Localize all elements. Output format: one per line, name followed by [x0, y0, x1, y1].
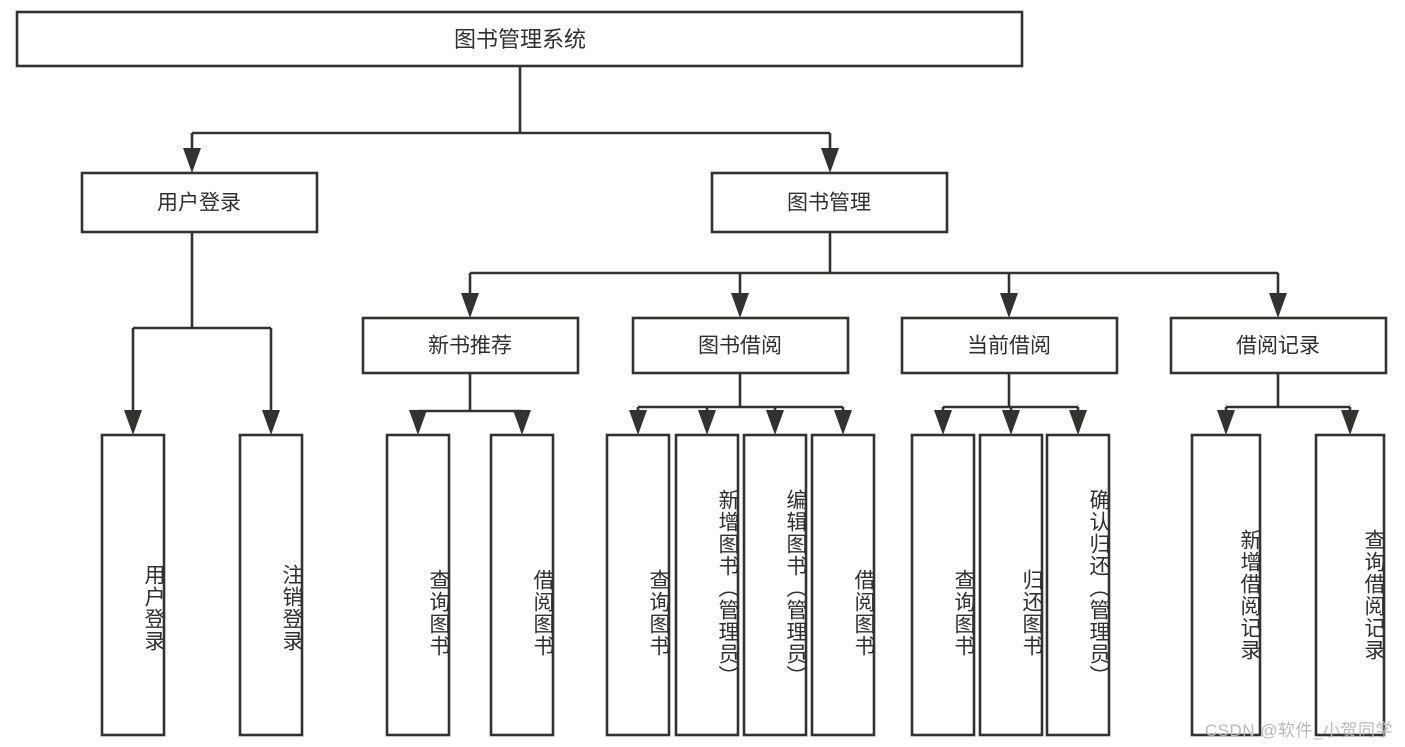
leaf-group-new-book-recommend	[385, 433, 555, 737]
leaf-box-user-login-0[interactable]	[100, 433, 166, 737]
arrow-head-user-login	[183, 148, 201, 173]
node-current-borrow[interactable]: 当前借阅	[900, 316, 1119, 375]
arrow-head-leaf-book-borrow-2	[766, 410, 784, 435]
leaf-box-new-book-0[interactable]	[385, 433, 451, 737]
arrow-head-leaf-book-borrow-3	[834, 410, 852, 435]
leaf-box-current-borrow-2[interactable]	[1045, 433, 1111, 737]
leaf-box-user-login-1[interactable]	[238, 433, 304, 737]
arrow-head-leaf-user-login-1	[262, 410, 280, 435]
node-book-borrow[interactable]: 图书借阅	[631, 316, 850, 375]
node-root[interactable]: 图书管理系统	[15, 10, 1024, 68]
leaf-box-book-borrow-3[interactable]	[810, 433, 876, 737]
arrow-head-leaf-current-borrow-2	[1069, 410, 1087, 435]
node-user-login-box[interactable]	[80, 171, 319, 234]
arrow-head-l3-0	[461, 293, 479, 318]
leaf-box-borrow-record-0[interactable]	[1190, 433, 1262, 737]
node-user-login[interactable]: 用户登录	[80, 171, 319, 234]
csdn-watermark: CSDN @软件_小贺同学	[1204, 721, 1393, 740]
connector-group-new-book	[409, 373, 531, 435]
arrow-head-leaf-borrow-record-1	[1341, 410, 1359, 435]
arrow-head-l3-1	[731, 293, 749, 318]
node-current-borrow-label: 当前借阅	[967, 335, 1051, 358]
node-borrow-record[interactable]: 借阅记录	[1169, 316, 1388, 375]
connector-group-book-manage	[461, 232, 1287, 318]
leaf-group-current-borrow	[910, 433, 1111, 737]
connector-group-current-borrow	[934, 373, 1087, 435]
connector-group-root	[183, 66, 839, 173]
arrow-head-leaf-current-borrow-1	[1002, 410, 1020, 435]
connector-group-book-borrow	[629, 373, 852, 435]
leaf-group-book-borrow	[605, 433, 876, 737]
node-borrow-record-label: 借阅记录	[1236, 335, 1320, 358]
arrow-head-l3-2	[1000, 293, 1018, 318]
leaf-box-borrow-record-1[interactable]	[1314, 433, 1386, 737]
arrow-head-leaf-new-book-0	[409, 410, 427, 435]
arrow-head-leaf-book-borrow-0	[629, 410, 647, 435]
node-user-login-label: 用户登录	[157, 192, 241, 215]
arrow-head-leaf-current-borrow-0	[934, 410, 952, 435]
leaf-box-current-borrow-0[interactable]	[910, 433, 976, 737]
leaf-box-book-borrow-1[interactable]	[674, 433, 740, 737]
node-new-book-recommend-label: 新书推荐	[428, 335, 512, 358]
node-book-manage-box[interactable]	[710, 171, 949, 234]
arrow-head-leaf-borrow-record-0	[1217, 410, 1235, 435]
arrow-head-leaf-book-borrow-1	[698, 410, 716, 435]
node-book-borrow-label: 图书借阅	[698, 335, 782, 358]
node-borrow-record-box[interactable]	[1169, 316, 1388, 375]
node-root-box[interactable]	[15, 10, 1024, 68]
arrow-head-l3-3	[1269, 293, 1287, 318]
arrow-head-leaf-new-book-1	[513, 410, 531, 435]
leaf-box-book-borrow-2[interactable]	[742, 433, 808, 737]
connector-group-borrow-record	[1217, 373, 1359, 435]
node-book-manage[interactable]: 图书管理	[710, 171, 949, 234]
arrow-head-leaf-user-login-0	[124, 410, 142, 435]
node-root-label: 图书管理系统	[454, 27, 586, 52]
leaf-group-user-login	[100, 433, 304, 737]
node-book-manage-label: 图书管理	[787, 192, 871, 215]
connector-group-user-login	[124, 232, 280, 435]
leaf-box-book-borrow-0[interactable]	[605, 433, 671, 737]
node-book-borrow-box[interactable]	[631, 316, 850, 375]
node-new-book-recommend-box[interactable]	[361, 316, 580, 375]
leaf-group-borrow-record	[1190, 433, 1386, 737]
node-new-book-recommend[interactable]: 新书推荐	[361, 316, 580, 375]
arrow-head-book-manage	[821, 148, 839, 173]
leaf-box-current-borrow-1[interactable]	[978, 433, 1044, 737]
node-current-borrow-box[interactable]	[900, 316, 1119, 375]
leaf-box-new-book-1[interactable]	[489, 433, 555, 737]
